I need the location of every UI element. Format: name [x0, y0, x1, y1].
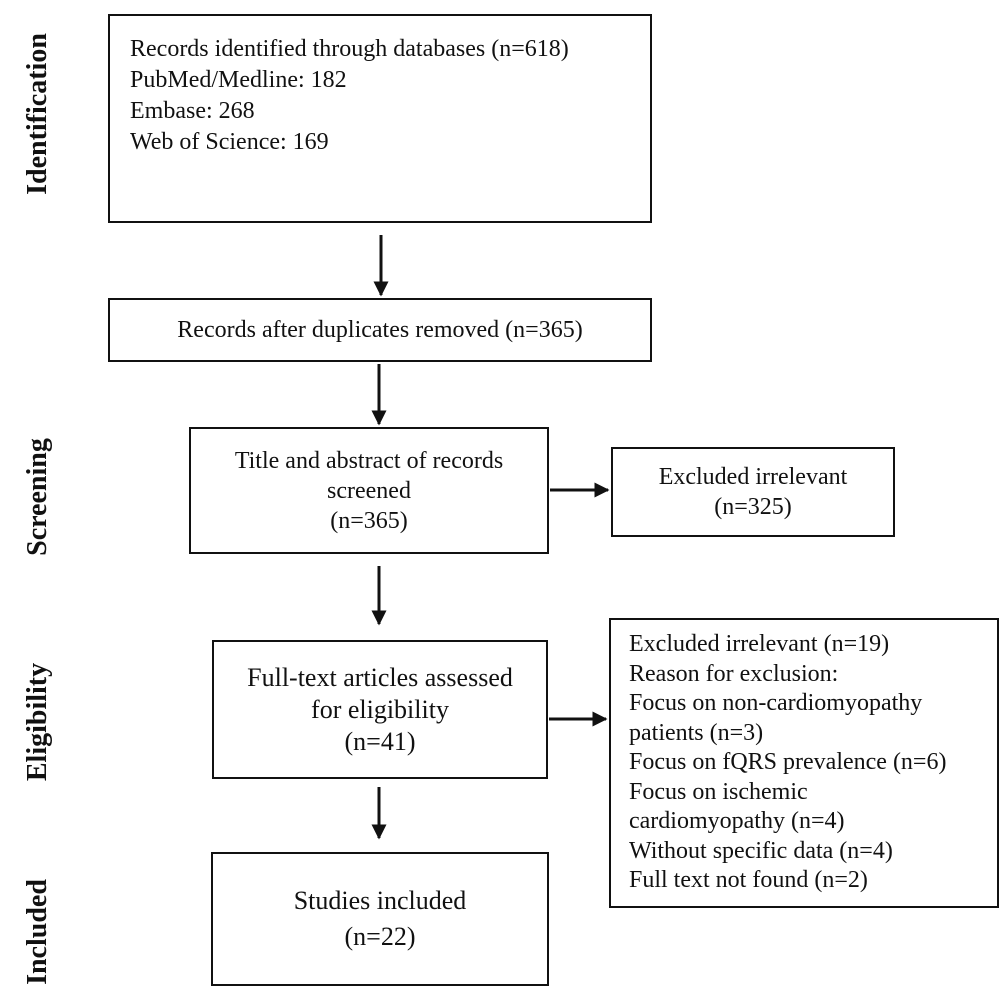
box-line: screened [327, 477, 411, 504]
box-line: cardiomyopathy (n=4) [629, 808, 845, 834]
records-identified-box: Records identified through databases (n=… [108, 14, 652, 223]
box-line: Studies included [293, 886, 467, 915]
screened-box: Title and abstract of records screened (… [189, 427, 549, 554]
box-line: for eligibility [311, 694, 449, 724]
box-line: Focus on ischemic [629, 778, 808, 805]
box-line: Web of Science: 169 [130, 129, 329, 155]
box-line: Full-text articles assessed [247, 662, 513, 692]
fulltext-assessed-box: Full-text articles assessed for eligibil… [212, 640, 548, 779]
box-line: Excluded irrelevant (n=19) [629, 631, 890, 657]
box-line: (n=365) [330, 507, 408, 534]
duplicates-removed-box: Records after duplicates removed (n=365) [108, 298, 652, 362]
box-line: Excluded irrelevant [658, 464, 848, 490]
box-line: (n=325) [714, 494, 792, 520]
excluded-eligibility-box: Excluded irrelevant (n=19) Reason for ex… [609, 618, 999, 908]
box-line: patients (n=3) [629, 719, 764, 746]
box-line: Focus on fQRS prevalence (n=6) [629, 749, 947, 775]
box-line: Records after duplicates removed (n=365) [177, 317, 583, 343]
studies-included-box: Studies included (n=22) [211, 852, 549, 986]
box-line: PubMed/Medline: 182 [130, 67, 347, 93]
box-line: Title and abstract of records [234, 447, 504, 474]
box-line: Records identified through databases (n=… [130, 36, 569, 62]
box-line: Embase: 268 [130, 98, 255, 124]
box-line: (n=41) [344, 726, 416, 756]
box-line: Focus on non-cardiomyopathy [629, 690, 923, 716]
box-line: Reason for exclusion: [629, 660, 839, 687]
excluded-screening-box: Excluded irrelevant (n=325) [611, 447, 895, 537]
box-line: Full text not found (n=2) [629, 867, 868, 893]
box-line: (n=22) [344, 922, 416, 951]
box-line: Without specific data (n=4) [629, 837, 893, 864]
